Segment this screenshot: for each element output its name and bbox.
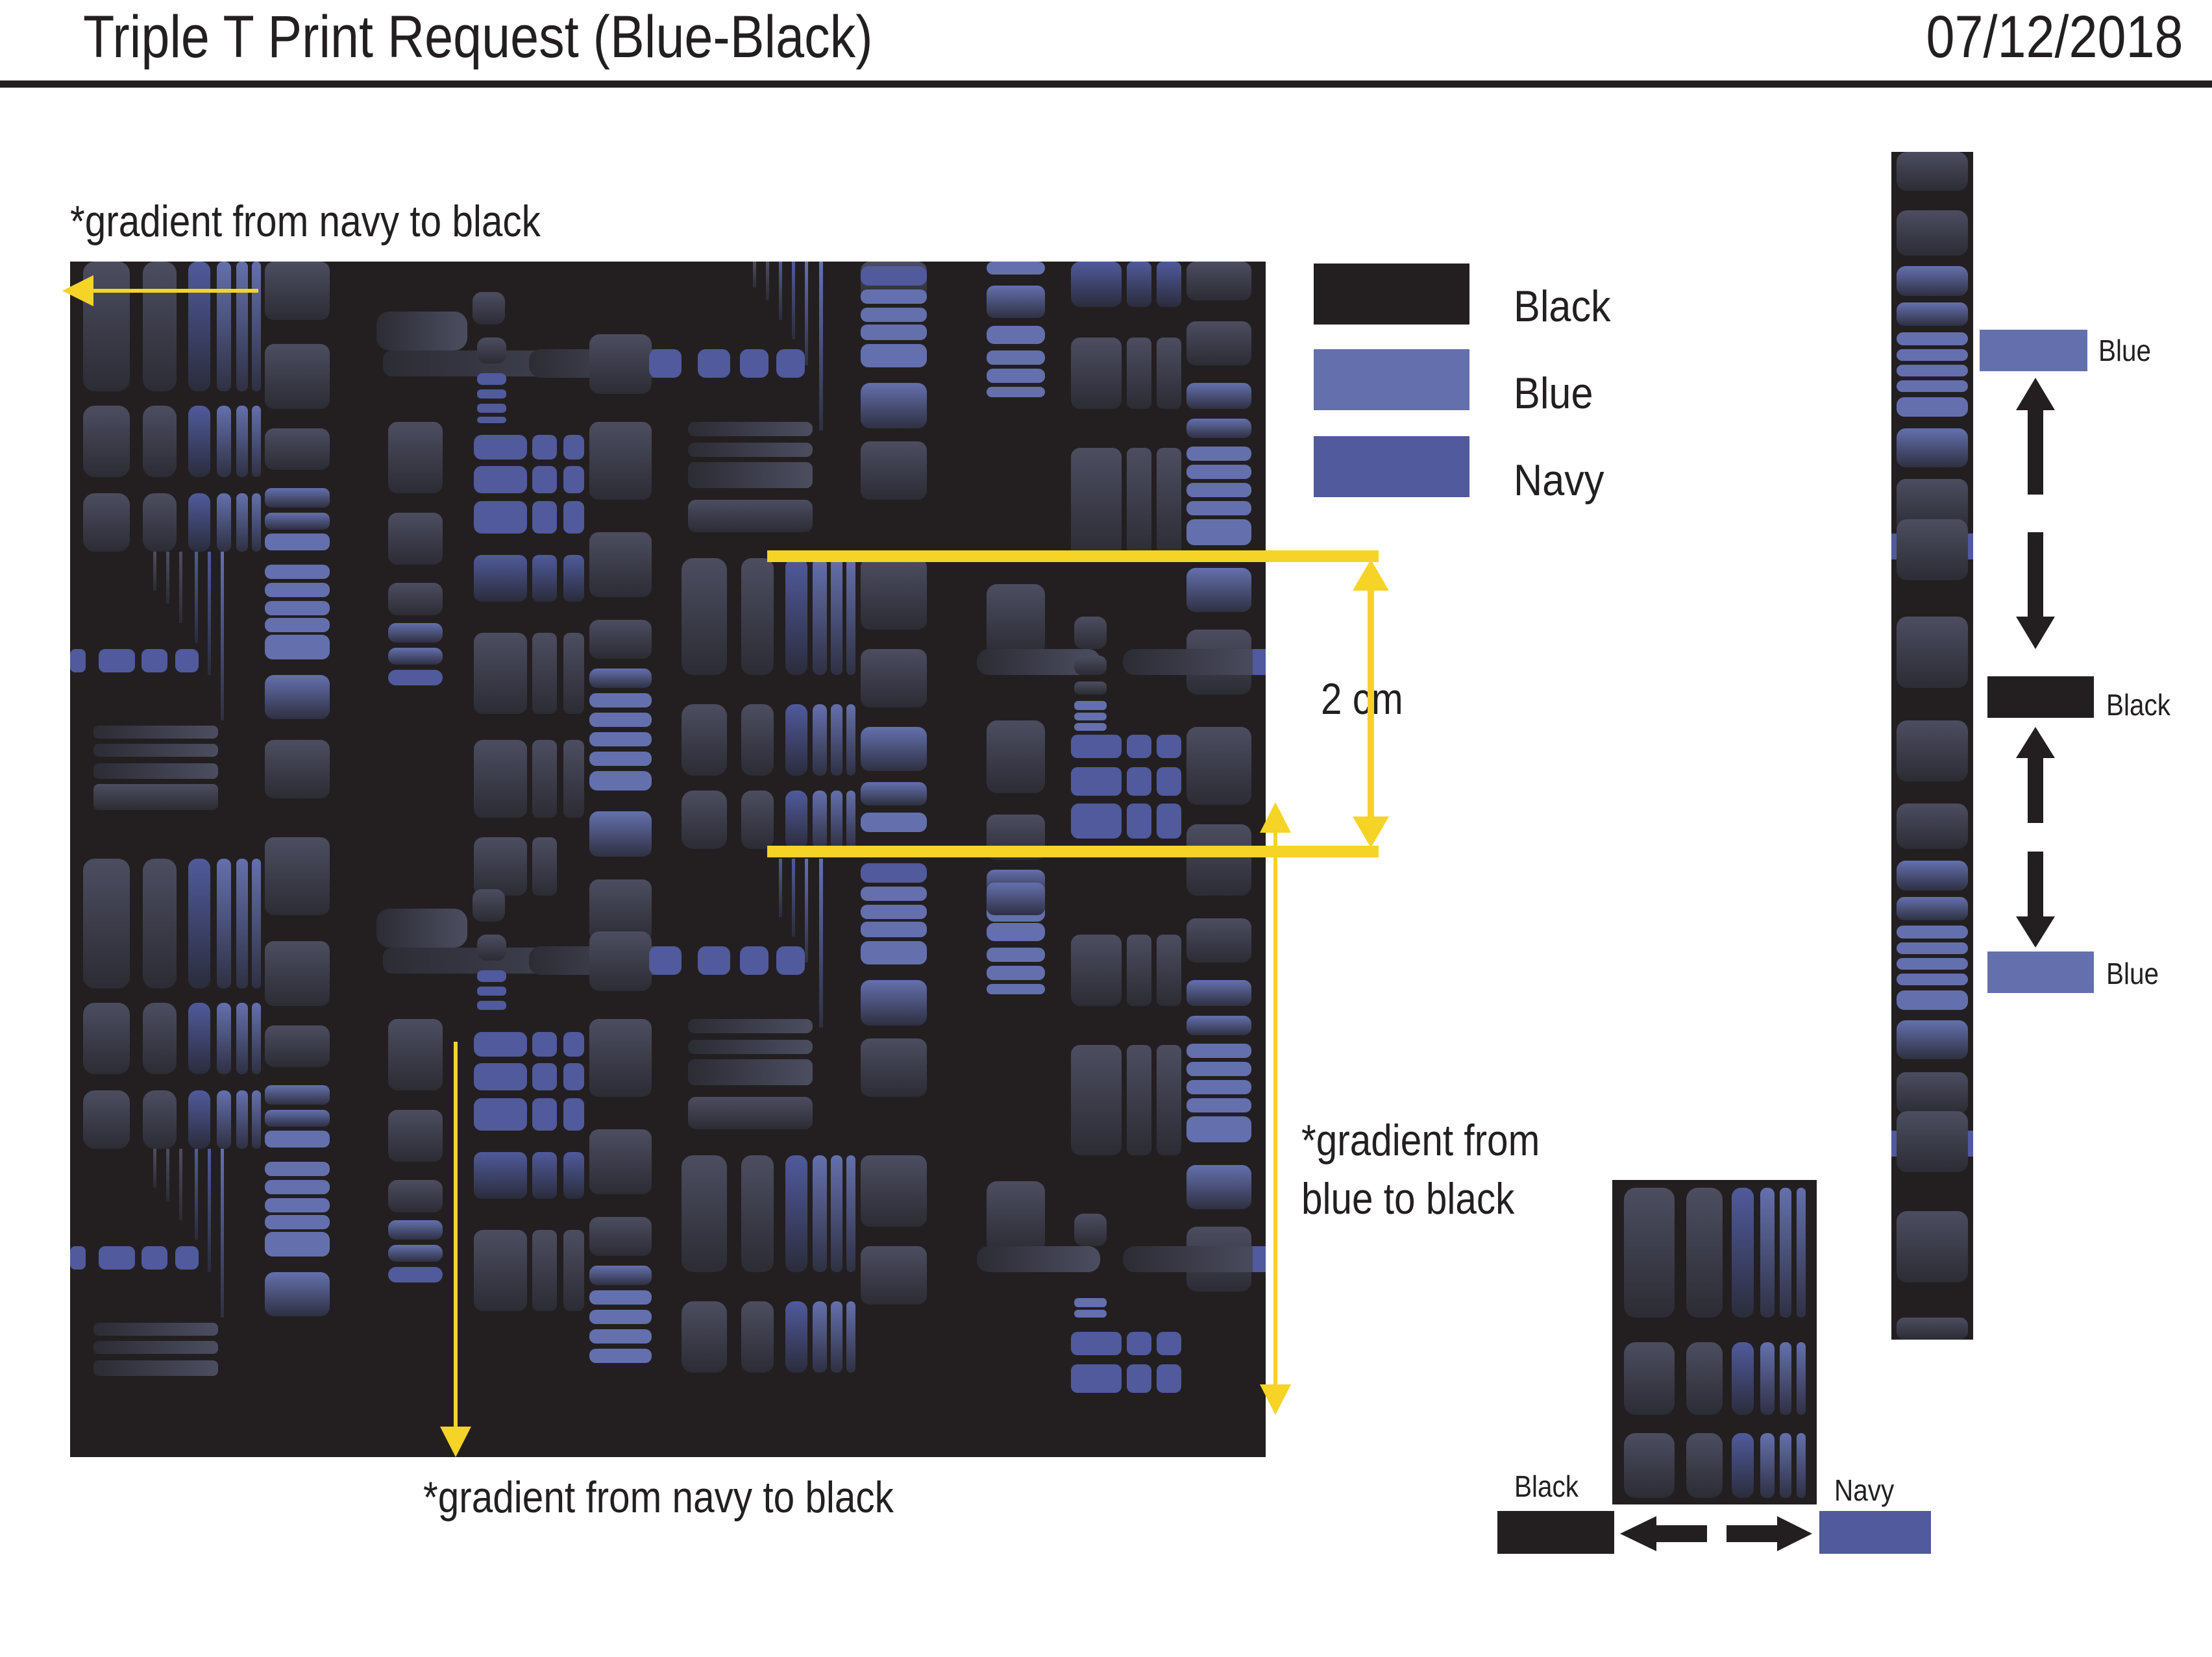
strip-swatch-top-blue bbox=[1980, 330, 2087, 371]
horizontal-tile bbox=[1612, 1180, 1817, 1504]
vertical-strip bbox=[1891, 152, 1973, 1340]
tile-swatch-navy bbox=[1819, 1511, 1931, 1554]
strip-label-bottom-blue: Blue bbox=[2106, 957, 2159, 990]
header-rule bbox=[0, 80, 2212, 88]
motif-tile-upper bbox=[70, 262, 1266, 941]
legend-label-navy: Navy bbox=[1514, 456, 1604, 505]
arrow-right-icon bbox=[1727, 1516, 1812, 1551]
legend-label-black: Black bbox=[1514, 282, 1611, 331]
measure-label: 2 cm bbox=[1321, 674, 1403, 724]
side-gradient-note-line1: *gradient from bbox=[1301, 1116, 1540, 1165]
legend-label-blue: Blue bbox=[1514, 369, 1593, 418]
tile-label-black: Black bbox=[1514, 1469, 1579, 1503]
legend-swatch-navy bbox=[1314, 436, 1469, 497]
legend-swatch-black bbox=[1314, 264, 1469, 325]
main-pattern bbox=[70, 262, 1266, 1457]
arrow-up-icon bbox=[2016, 727, 2055, 823]
arrow-down-icon bbox=[440, 1042, 471, 1457]
tile-swatch-black bbox=[1497, 1511, 1614, 1554]
arrow-up-icon bbox=[2016, 378, 2055, 495]
bottom-gradient-note: *gradient from navy to black bbox=[423, 1473, 894, 1522]
arrow-down-icon bbox=[2016, 852, 2055, 948]
double-arrow-icon bbox=[1260, 802, 1291, 1415]
side-gradient-note-line2: blue to black bbox=[1301, 1174, 1515, 1223]
strip-swatch-middle-black bbox=[1987, 676, 2094, 718]
page-title: Triple T Print Request (Blue-Black) bbox=[83, 4, 873, 70]
strip-label-middle-black: Black bbox=[2106, 688, 2170, 722]
motif-tile-lower bbox=[70, 859, 1266, 1393]
arrow-left-icon bbox=[1620, 1516, 1707, 1551]
measure-bracket bbox=[767, 550, 1389, 857]
top-gradient-note: *gradient from navy to black bbox=[70, 197, 541, 246]
page-date: 07/12/2018 bbox=[1926, 4, 2183, 70]
strip-label-top-blue: Blue bbox=[2098, 334, 2152, 367]
legend-swatch-blue bbox=[1314, 349, 1469, 410]
strip-swatch-bottom-blue bbox=[1987, 951, 2094, 993]
arrow-left-icon bbox=[62, 275, 258, 306]
arrow-down-icon bbox=[2016, 532, 2055, 649]
tile-label-navy: Navy bbox=[1834, 1473, 1895, 1507]
